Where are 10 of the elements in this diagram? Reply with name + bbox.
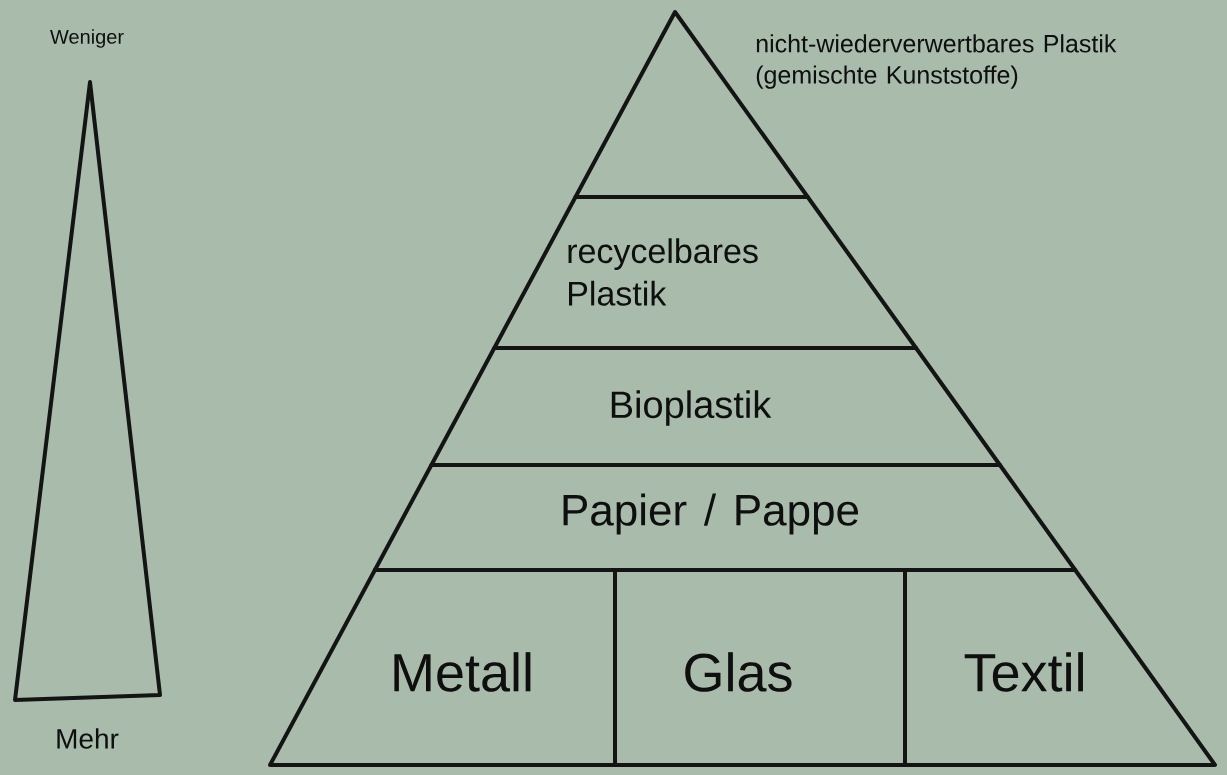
pyramid-cell: Textil xyxy=(903,568,1217,767)
node-label: Mehr xyxy=(57,728,119,749)
pyramid-band: Papier / Pappe xyxy=(372,463,1078,572)
pyramid-cell: Glas xyxy=(613,568,907,767)
node-label: nicht-wiederverwertbares Plastik (gemischte Kunststoffe) xyxy=(756,34,1117,89)
scale-triangle: Weniger Mehr xyxy=(13,29,162,749)
node-label: Weniger xyxy=(50,29,124,48)
pyramid-cell: Metall xyxy=(268,568,617,767)
pyramid-band: recycelbares Plastik xyxy=(492,195,918,350)
pyramid-band: Bioplastik xyxy=(429,346,1002,467)
